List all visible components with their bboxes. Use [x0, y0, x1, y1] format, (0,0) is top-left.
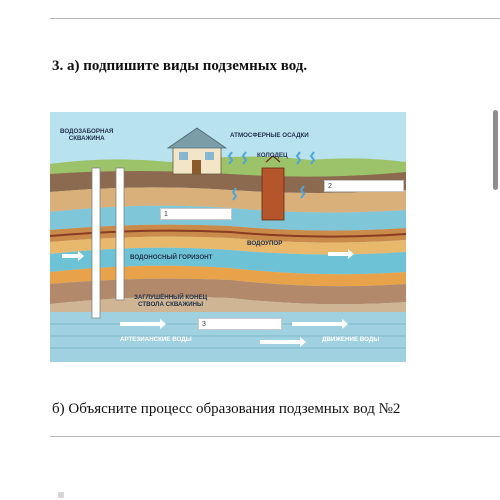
diagram-illustration — [49, 112, 407, 362]
label-aquitard: ВОДОУПОР — [247, 240, 283, 247]
top-rule — [50, 18, 500, 19]
label-artesian: АРТЕЗИАНСКИЕ ВОДЫ — [120, 336, 192, 343]
groundwater-diagram: ВОДОЗАБОРНАЯ СКВАЖИНА АТМОСФЕРНЫЕ ОСАДКИ… — [49, 112, 407, 362]
label-aquifer: ВОДОНОСНЫЙ ГОРИЗОНТ — [130, 254, 213, 261]
answer-box-3[interactable]: 3 — [198, 318, 282, 330]
cropped-content — [58, 492, 64, 498]
answer-line[interactable] — [50, 436, 500, 437]
label-water-movement: ДВИЖЕНИЕ ВОДЫ — [322, 336, 380, 343]
scrollbar[interactable] — [493, 110, 498, 190]
label-dug-well: КОЛОДЕЦ — [257, 152, 288, 159]
task-b-question: б) Объясните процесс образования подземн… — [52, 401, 401, 417]
task-a-title: 3. а) подпишите виды подземных вод. — [52, 58, 308, 74]
label-plugged-end: ЗАГЛУШЁННЫЙ КОНЕЦ СТВОЛА СКВАЖИНЫ — [134, 294, 208, 308]
answer-box-1[interactable]: 1 — [160, 208, 232, 220]
label-well-intake: ВОДОЗАБОРНАЯ СКВАЖИНА — [60, 128, 114, 142]
answer-box-2[interactable]: 2 — [324, 180, 404, 192]
label-precipitation: АТМОСФЕРНЫЕ ОСАДКИ — [230, 132, 309, 139]
